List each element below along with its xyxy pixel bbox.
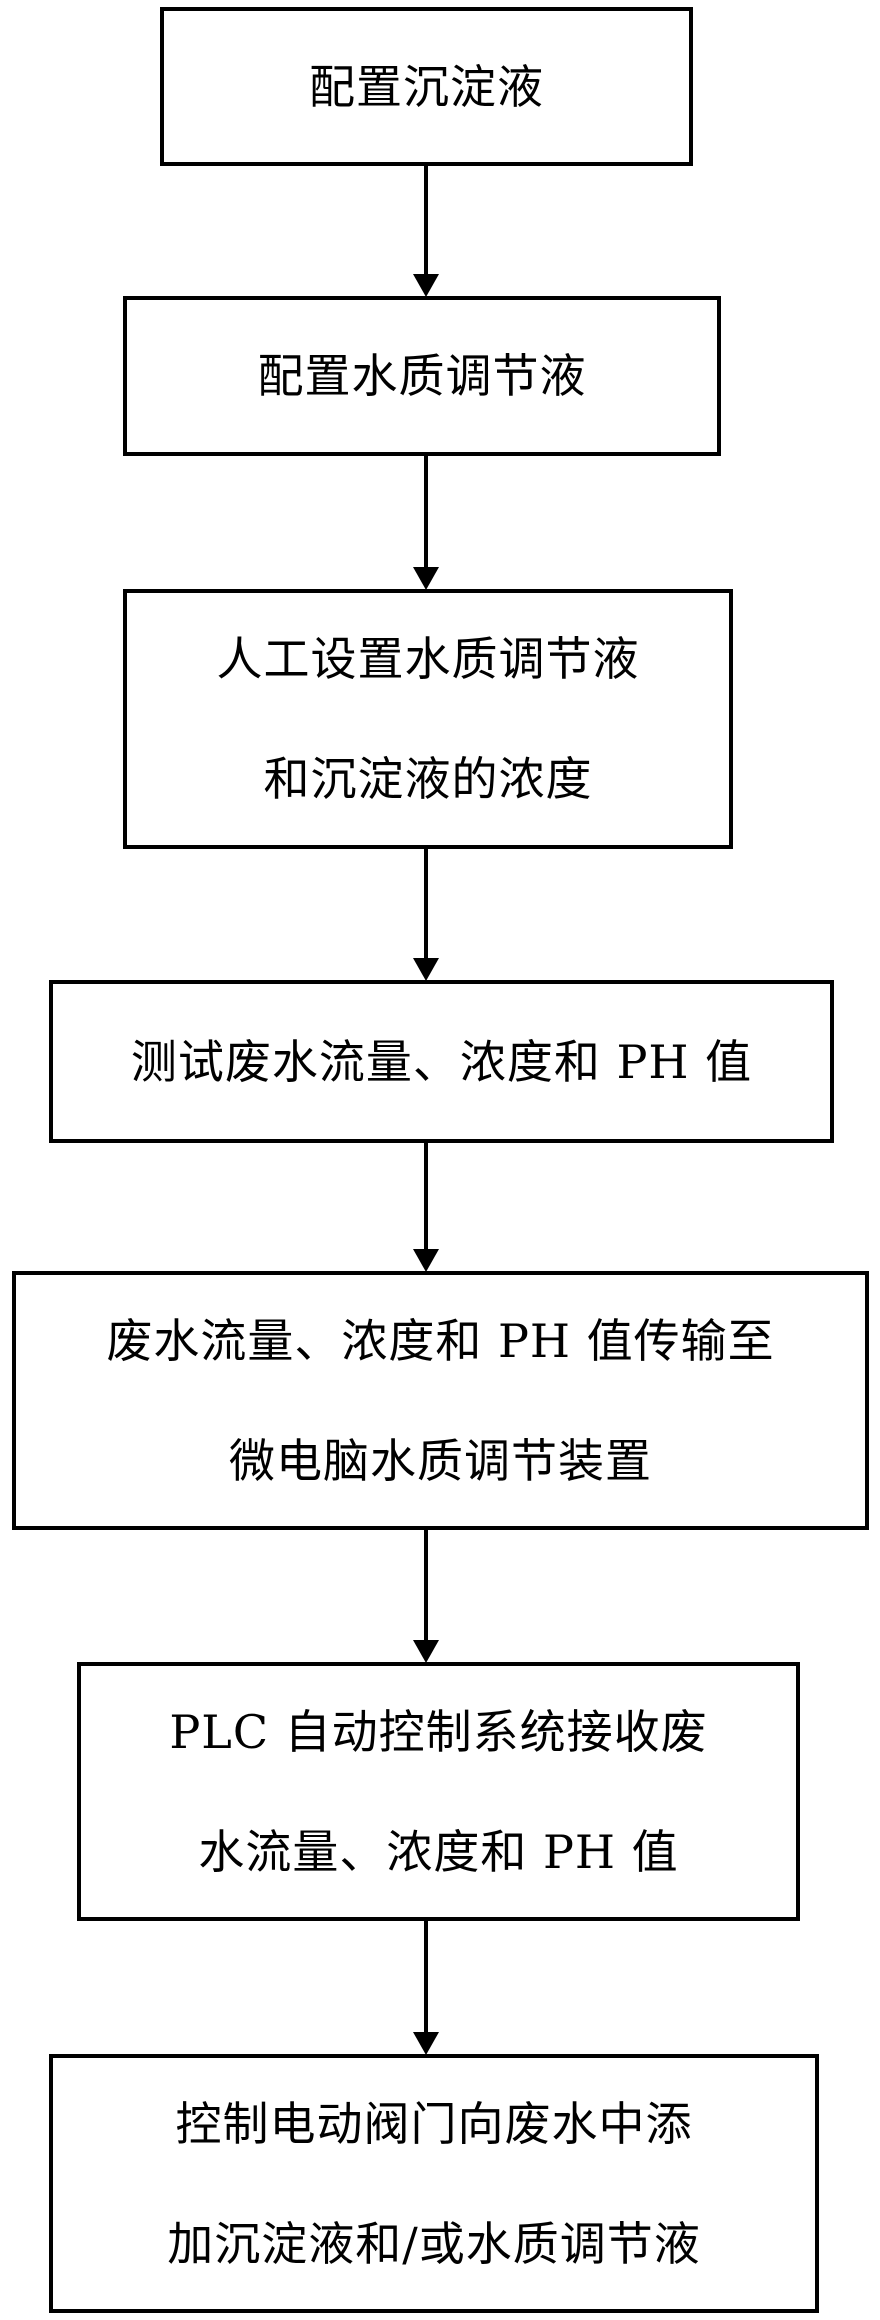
step-6-text-line-1: PLC 自动控制系统接收废 — [169, 1704, 708, 1759]
step-2-text: 配置水质调节液 — [257, 349, 587, 403]
step-7-text-line-2: 加沉淀液和/或水质调节液 — [167, 2216, 701, 2271]
arrowhead-icon-4 — [413, 1249, 439, 1272]
step-7-text-line-1: 控制电动阀门向废水中添 — [175, 2096, 693, 2151]
step-3-box: 人工设置水质调节液 和沉淀液的浓度 — [123, 589, 733, 849]
arrowhead-icon-3 — [413, 958, 439, 981]
step-5-box: 废水流量、浓度和 PH 值传输至 微电脑水质调节装置 — [12, 1271, 869, 1530]
step-3-text-line-2: 和沉淀液的浓度 — [263, 752, 593, 806]
step-1-text: 配置沉淀液 — [309, 59, 544, 114]
arrowhead-icon-5 — [413, 1640, 439, 1663]
step-4-box: 测试废水流量、浓度和 PH 值 — [49, 980, 834, 1143]
step-6-text-line-2: 水流量、浓度和 PH 值 — [198, 1824, 679, 1879]
arrowhead-icon-6 — [413, 2032, 439, 2055]
arrowhead-icon-1 — [413, 274, 439, 297]
step-5-text-line-2: 微电脑水质调节装置 — [229, 1433, 652, 1488]
step-6-box: PLC 自动控制系统接收废 水流量、浓度和 PH 值 — [77, 1662, 800, 1921]
step-7-box: 控制电动阀门向废水中添 加沉淀液和/或水质调节液 — [49, 2054, 819, 2313]
arrowhead-icon-2 — [413, 567, 439, 590]
step-5-text-line-1: 废水流量、浓度和 PH 值传输至 — [106, 1313, 775, 1368]
step-2-box: 配置水质调节液 — [123, 296, 721, 456]
step-3-text-line-1: 人工设置水质调节液 — [216, 632, 640, 686]
step-1-box: 配置沉淀液 — [160, 7, 693, 166]
step-4-text: 测试废水流量、浓度和 PH 值 — [130, 1034, 753, 1089]
